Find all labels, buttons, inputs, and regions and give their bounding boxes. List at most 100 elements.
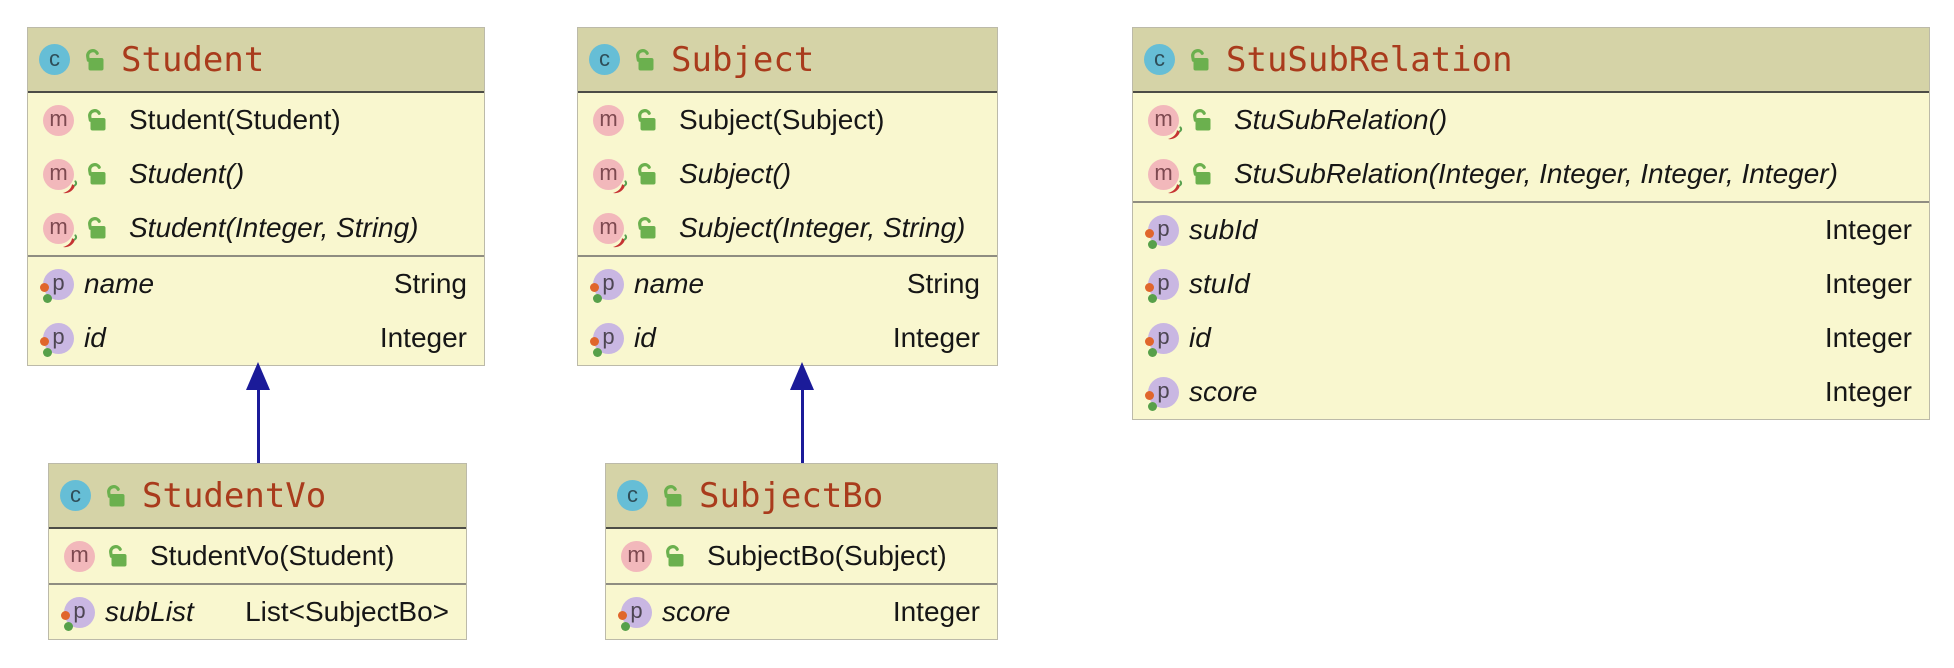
property-type: Integer [379, 322, 467, 353]
method-row[interactable]: m StudentVo(Student) [49, 529, 466, 583]
method-label: Student() [129, 158, 245, 189]
property-row[interactable]: p subList List<SubjectBo> [49, 585, 466, 639]
class-icon: c [60, 480, 91, 511]
method-row[interactable]: m Subject() [578, 147, 997, 201]
property-name: score [662, 596, 731, 627]
setter-dot-icon [1148, 401, 1157, 411]
properties-section: p subList List<SubjectBo> [49, 585, 466, 639]
visibility-lock-icon [636, 48, 654, 70]
visibility-lock-icon [86, 48, 104, 70]
getter-dot-icon [61, 610, 70, 620]
property-icon: p [1145, 322, 1179, 357]
class-node-student[interactable]: c Student m Student(Student) m Student [27, 27, 485, 366]
visibility-lock-icon [88, 217, 106, 239]
property-row[interactable]: p id Integer [578, 311, 997, 365]
method-icon: m [43, 212, 78, 247]
getter-dot-icon [1145, 228, 1154, 238]
property-name: id [1189, 322, 1211, 353]
getter-dot-icon [590, 282, 599, 292]
property-name: name [84, 268, 155, 299]
properties-section: p name String p id Integer [578, 257, 997, 365]
method-icon: m [593, 158, 628, 193]
getter-dot-icon [40, 282, 49, 292]
property-row[interactable]: p name String [28, 257, 484, 311]
lombok-pepper-icon [613, 179, 628, 193]
property-icon: p [40, 322, 74, 357]
method-label: SubjectBo(Subject) [707, 540, 947, 571]
property-name: stuId [1189, 268, 1250, 299]
method-row[interactable]: m StuSubRelation() [1133, 93, 1929, 147]
property-name: id [634, 322, 656, 353]
property-type: Integer [1824, 268, 1912, 299]
method-icon: m [621, 540, 652, 572]
class-node-subject[interactable]: c Subject m Subject(Subject) m Subject [577, 27, 998, 366]
method-row[interactable]: m Student(Integer, String) [28, 201, 484, 255]
class-node-subjectbo[interactable]: c SubjectBo m SubjectBo(Subject) p score… [605, 463, 998, 640]
property-row[interactable]: p id Integer [1133, 311, 1929, 365]
setter-dot-icon [43, 293, 52, 303]
property-row[interactable]: p stuId Integer [1133, 257, 1929, 311]
setter-dot-icon [64, 621, 73, 631]
visibility-lock-icon [638, 217, 656, 239]
inheritance-arrow-studentvo-to-student[interactable] [245, 362, 271, 463]
method-label: StuSubRelation(Integer, Integer, Integer… [1234, 158, 1838, 189]
class-name: Subject [671, 39, 815, 80]
class-icon: c [1144, 44, 1175, 75]
property-name: id [84, 322, 106, 353]
method-icon: m [593, 212, 628, 247]
arrow-line [800, 390, 804, 463]
method-row[interactable]: m StuSubRelation(Integer, Integer, Integ… [1133, 147, 1929, 201]
lombok-pepper-icon [63, 179, 78, 193]
lombok-pepper-icon [613, 233, 628, 247]
property-type: Integer [892, 322, 980, 353]
method-row[interactable]: m Student() [28, 147, 484, 201]
property-row[interactable]: p subId Integer [1133, 203, 1929, 257]
setter-dot-icon [1148, 347, 1157, 357]
class-header[interactable]: c Student [28, 28, 484, 93]
method-label: StudentVo(Student) [150, 540, 395, 571]
method-label: StuSubRelation() [1234, 104, 1448, 135]
class-node-studentvo[interactable]: c StudentVo m StudentVo(Student) p subLi… [48, 463, 467, 640]
class-header[interactable]: c SubjectBo [606, 464, 997, 529]
methods-section: m SubjectBo(Subject) [606, 529, 997, 585]
inheritance-arrow-subjectbo-to-subject[interactable] [789, 362, 815, 463]
property-icon: p [590, 268, 624, 303]
property-type: Integer [1824, 376, 1912, 407]
visibility-lock-icon [1191, 48, 1209, 70]
property-name: name [634, 268, 705, 299]
lombok-pepper-icon [1168, 125, 1183, 139]
method-label: Student(Student) [129, 104, 341, 135]
lombok-pepper-icon [1168, 179, 1183, 193]
class-node-stusubrelation[interactable]: c StuSubRelation m StuSubRelation() m [1132, 27, 1930, 420]
property-row[interactable]: p score Integer [1133, 365, 1929, 419]
method-row[interactable]: m Subject(Integer, String) [578, 201, 997, 255]
method-label: Subject(Subject) [679, 104, 885, 135]
method-row[interactable]: m Student(Student) [28, 93, 484, 147]
property-row[interactable]: p id Integer [28, 311, 484, 365]
class-header[interactable]: c StuSubRelation [1133, 28, 1929, 93]
class-header[interactable]: c StudentVo [49, 464, 466, 529]
property-icon: p [590, 322, 624, 357]
visibility-lock-icon [664, 484, 682, 506]
method-row[interactable]: m SubjectBo(Subject) [606, 529, 997, 583]
class-icon: c [589, 44, 620, 75]
method-label: Subject() [679, 158, 792, 189]
method-icon: m [1148, 104, 1183, 139]
property-type: List<SubjectBo> [245, 596, 449, 627]
class-header[interactable]: c Subject [578, 28, 997, 93]
arrow-line [256, 390, 260, 463]
getter-dot-icon [618, 610, 627, 620]
methods-section: m Student(Student) m Student() m [28, 93, 484, 257]
setter-dot-icon [43, 347, 52, 357]
property-row[interactable]: p name String [578, 257, 997, 311]
setter-dot-icon [593, 347, 602, 357]
method-label: Student(Integer, String) [129, 212, 419, 243]
property-icon: p [40, 268, 74, 303]
property-icon: p [618, 596, 652, 631]
property-row[interactable]: p score Integer [606, 585, 997, 639]
method-row[interactable]: m Subject(Subject) [578, 93, 997, 147]
property-type: String [393, 268, 467, 299]
class-name: SubjectBo [699, 475, 884, 516]
getter-dot-icon [40, 336, 49, 346]
